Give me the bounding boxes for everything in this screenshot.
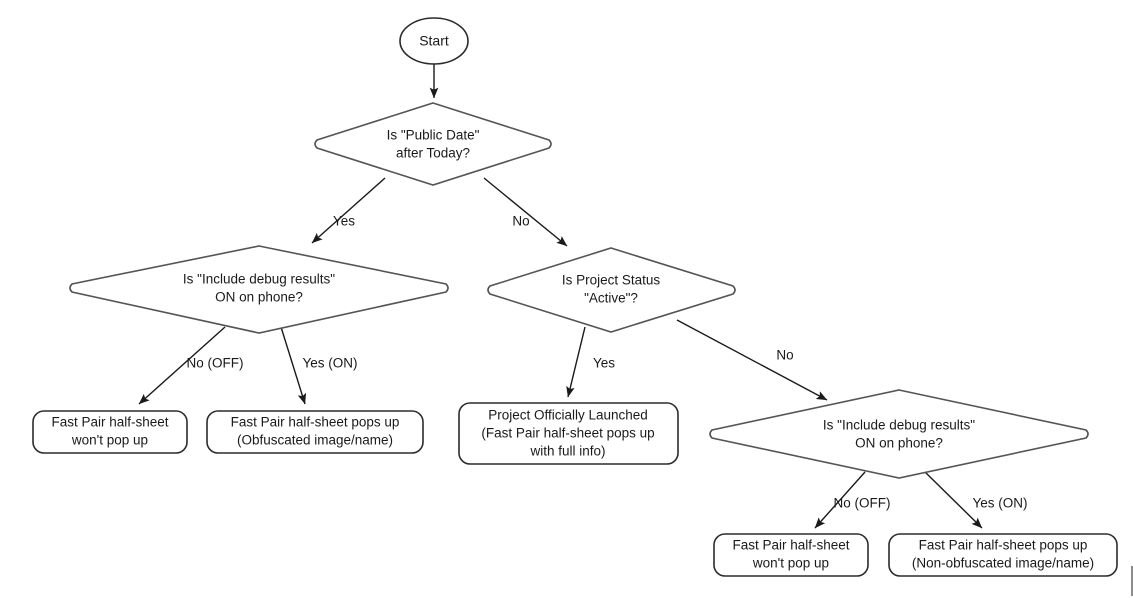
edge-public-date-no [483, 177, 568, 247]
nodes-group: Start Is "Public Date" after Today? Is "… [32, 17, 1118, 577]
edge-public-date-yes [311, 177, 386, 244]
edge-status-no [676, 319, 828, 401]
result-non-obfuscated-box[interactable] [888, 533, 1118, 577]
node-public-date-decision[interactable]: Is "Public Date" after Today? [314, 102, 552, 186]
edge-debug-right-off [814, 471, 866, 529]
result-launched-box[interactable] [458, 402, 679, 465]
result-launched-line-1: Project Officially Launched [488, 408, 648, 423]
node-debug-results-decision-right[interactable]: Is "Include debug results" ON on phone? [709, 389, 1089, 479]
node-result-launched[interactable]: Project Officially Launched (Fast Pair h… [458, 402, 679, 465]
edges-group: Yes No No (OFF) Yes (ON) Yes No No (OFF)… [138, 64, 1028, 529]
project-status-line-1: Is Project Status [562, 273, 661, 288]
result-obfuscated-box[interactable] [206, 410, 424, 454]
edge-label-status-no: No [776, 348, 793, 363]
debug-left-line-2: ON on phone? [215, 290, 303, 305]
result-non-obfuscated-line-1: Fast Pair half-sheet pops up [919, 538, 1088, 553]
result-non-obfuscated-line-2: (Non-obfuscated image/name) [912, 556, 1094, 571]
node-project-status-decision[interactable]: Is Project Status "Active"? [487, 247, 736, 333]
debug-right-diamond[interactable] [709, 389, 1089, 479]
node-debug-results-decision-left[interactable]: Is "Include debug results" ON on phone? [69, 245, 449, 334]
result-no-popup-left-line-2: won't pop up [71, 433, 148, 448]
edge-label-public-date-no: No [512, 214, 529, 229]
result-obfuscated-line-2: (Obfuscated image/name) [237, 433, 393, 448]
project-status-diamond[interactable] [487, 247, 736, 333]
result-obfuscated-line-1: Fast Pair half-sheet pops up [231, 415, 400, 430]
edge-label-public-date-yes: Yes [333, 214, 355, 229]
node-result-no-popup-left[interactable]: Fast Pair half-sheet won't pop up [32, 410, 188, 454]
node-result-non-obfuscated[interactable]: Fast Pair half-sheet pops up (Non-obfusc… [888, 533, 1118, 577]
result-no-popup-right-line-2: won't pop up [752, 556, 829, 571]
edge-label-debug-right-on: Yes (ON) [972, 496, 1027, 511]
page-edge-mark [1131, 566, 1133, 596]
result-launched-line-3: with full info) [529, 444, 605, 459]
node-start[interactable]: Start [399, 17, 469, 65]
node-result-obfuscated[interactable]: Fast Pair half-sheet pops up (Obfuscated… [206, 410, 424, 454]
public-date-line-1: Is "Public Date" [387, 128, 480, 143]
debug-right-line-1: Is "Include debug results" [823, 418, 975, 433]
edge-label-debug-right-off: No (OFF) [834, 496, 891, 511]
result-launched-line-2: (Fast Pair half-sheet pops up [481, 426, 654, 441]
result-no-popup-right-line-1: Fast Pair half-sheet [732, 538, 849, 553]
edge-debug-right-on [924, 471, 983, 529]
debug-left-line-1: Is "Include debug results" [183, 272, 335, 287]
debug-left-diamond[interactable] [69, 245, 449, 334]
result-no-popup-left-box[interactable] [32, 410, 188, 454]
start-label: Start [419, 33, 449, 49]
edge-status-yes [566, 326, 586, 398]
edge-label-debug-left-off: No (OFF) [187, 356, 244, 371]
result-no-popup-right-box[interactable] [713, 533, 869, 577]
edge-debug-left-on [280, 326, 307, 405]
public-date-line-2: after Today? [396, 146, 470, 161]
debug-right-line-2: ON on phone? [855, 436, 943, 451]
edge-label-debug-left-on: Yes (ON) [302, 356, 357, 371]
public-date-diamond[interactable] [314, 102, 552, 186]
start-ellipse[interactable] [399, 17, 469, 65]
project-status-line-2: "Active"? [584, 291, 638, 306]
node-result-no-popup-right[interactable]: Fast Pair half-sheet won't pop up [713, 533, 869, 577]
edge-debug-left-off [138, 326, 226, 405]
edge-label-status-yes: Yes [593, 356, 615, 371]
result-no-popup-left-line-1: Fast Pair half-sheet [51, 415, 168, 430]
